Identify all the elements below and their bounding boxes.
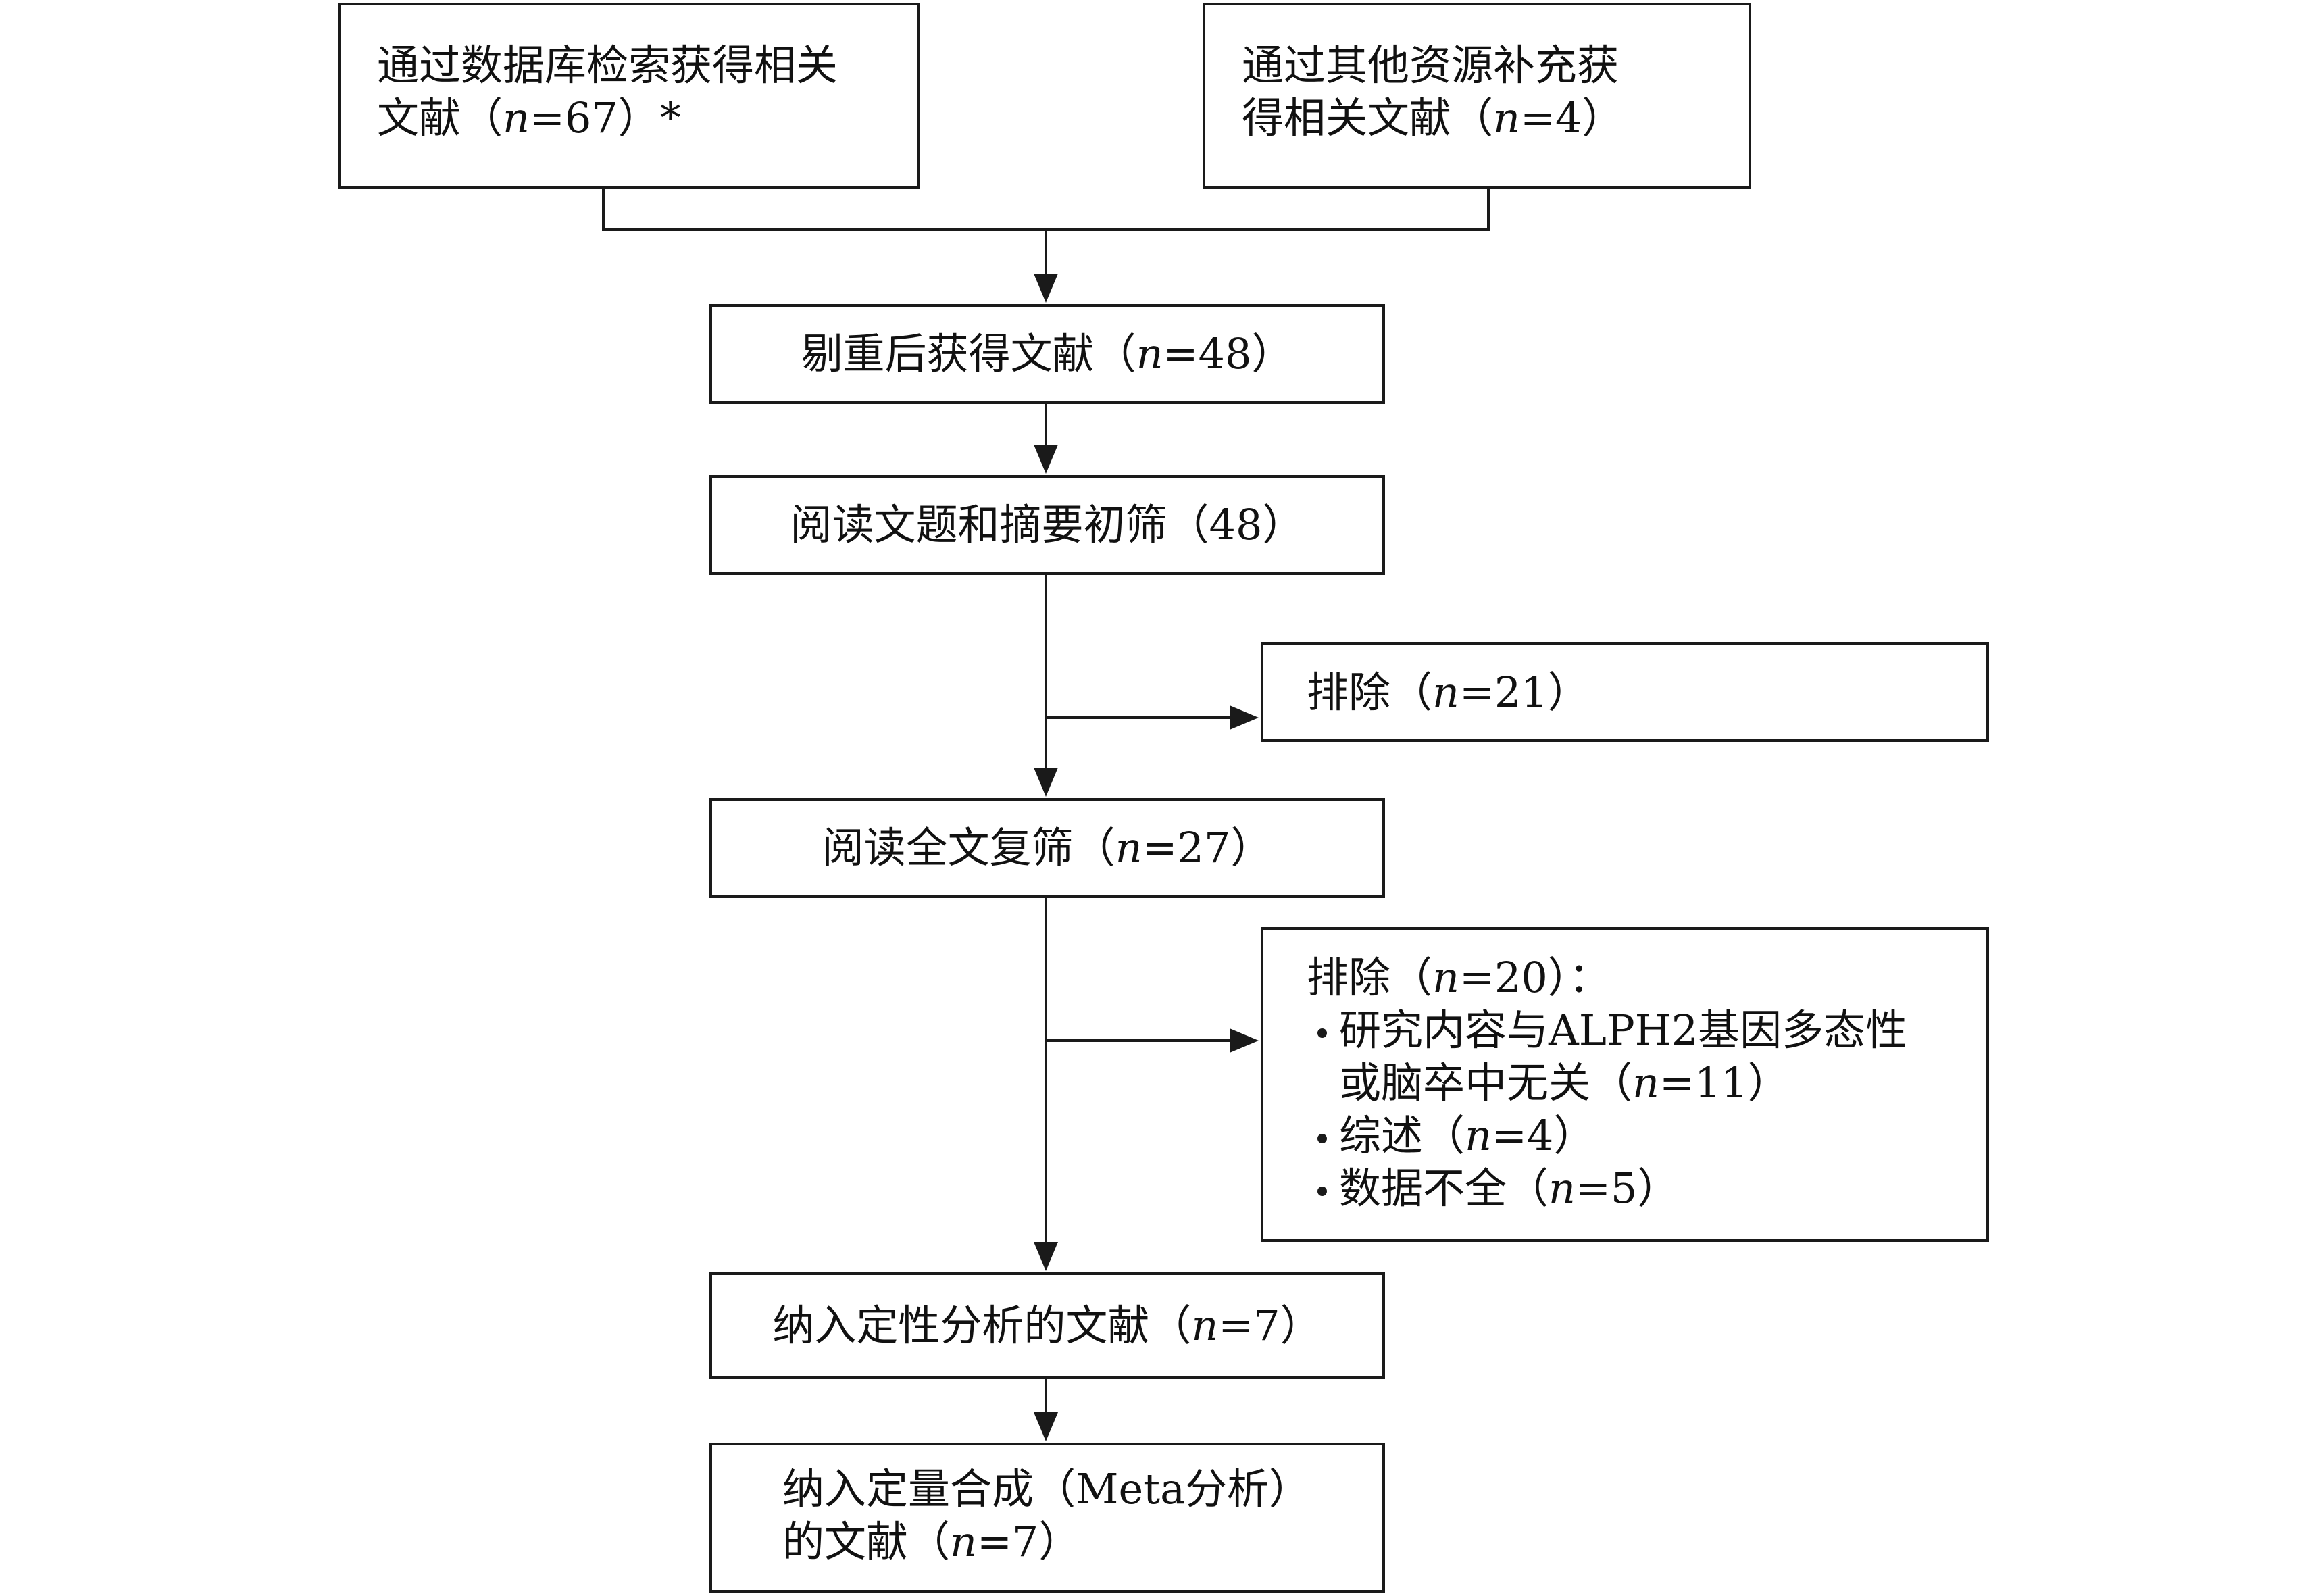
arrow-to-qualitative bbox=[1034, 1242, 1058, 1271]
box-other-sources: 通过其他资源补充获 得相关文献（n=4） bbox=[1203, 3, 1751, 189]
exclude2-heading: 排除（n=20）： bbox=[1307, 953, 1611, 1002]
box-database-search: 通过数据库检索获得相关 文献（n=67）* bbox=[338, 3, 920, 189]
box-quantitative-synthesis: 纳入定量合成（Meta分析） 的文献（n=7） bbox=[709, 1443, 1385, 1593]
database-line2: 文献（n=67）* bbox=[377, 93, 681, 143]
arrow-to-exclude-2 bbox=[1230, 1028, 1259, 1053]
arrow-to-quantitative bbox=[1034, 1412, 1058, 1441]
fulltext-text: 阅读全文复筛（n=27） bbox=[822, 823, 1273, 872]
box-exclusion-2: 排除（n=20）： 研究内容与ALPH2基因多态性 或脑卒中无关（n=11） 综… bbox=[1261, 927, 1989, 1242]
other-line2: 得相关文献（n=4） bbox=[1242, 93, 1624, 143]
arrow-to-dedup bbox=[1034, 274, 1058, 303]
qualitative-text: 纳入定性分析的文献（n=7） bbox=[772, 1301, 1322, 1350]
exclusion-reason-irrelevant: 研究内容与ALPH2基因多态性 或脑卒中无关（n=11） bbox=[1317, 1004, 1986, 1109]
box-fulltext-screening: 阅读全文复筛（n=27） bbox=[709, 798, 1385, 898]
dedup-text: 剔重后获得文献（n=48） bbox=[801, 329, 1294, 378]
title-screen-text: 阅读文题和摘要初筛（48） bbox=[790, 500, 1305, 549]
box-after-dedup: 剔重后获得文献（n=48） bbox=[709, 304, 1385, 404]
exclusion-reason-review: 综述（n=4） bbox=[1317, 1109, 1986, 1162]
box-qualitative-analysis: 纳入定性分析的文献（n=7） bbox=[709, 1272, 1385, 1379]
arrow-to-exclude-1 bbox=[1230, 705, 1259, 730]
quantitative-line1: 纳入定量合成（Meta分析） bbox=[782, 1464, 1311, 1514]
other-line1: 通过其他资源补充获 bbox=[1242, 41, 1619, 90]
database-line1: 通过数据库检索获得相关 bbox=[377, 41, 838, 90]
arrow-to-title-screen bbox=[1034, 445, 1058, 474]
exclusion-reasons-list: 研究内容与ALPH2基因多态性 或脑卒中无关（n=11） 综述（n=4） 数据不… bbox=[1307, 1004, 1986, 1215]
exclude1-text: 排除（n=21） bbox=[1307, 668, 1590, 717]
box-title-abstract-screening: 阅读文题和摘要初筛（48） bbox=[709, 475, 1385, 575]
quantitative-line2: 的文献（n=7） bbox=[782, 1517, 1081, 1566]
exclusion-reason-incomplete-data: 数据不全（n=5） bbox=[1317, 1162, 1986, 1215]
box-exclusion-1: 排除（n=21） bbox=[1261, 642, 1989, 742]
arrow-to-fulltext bbox=[1034, 768, 1058, 797]
